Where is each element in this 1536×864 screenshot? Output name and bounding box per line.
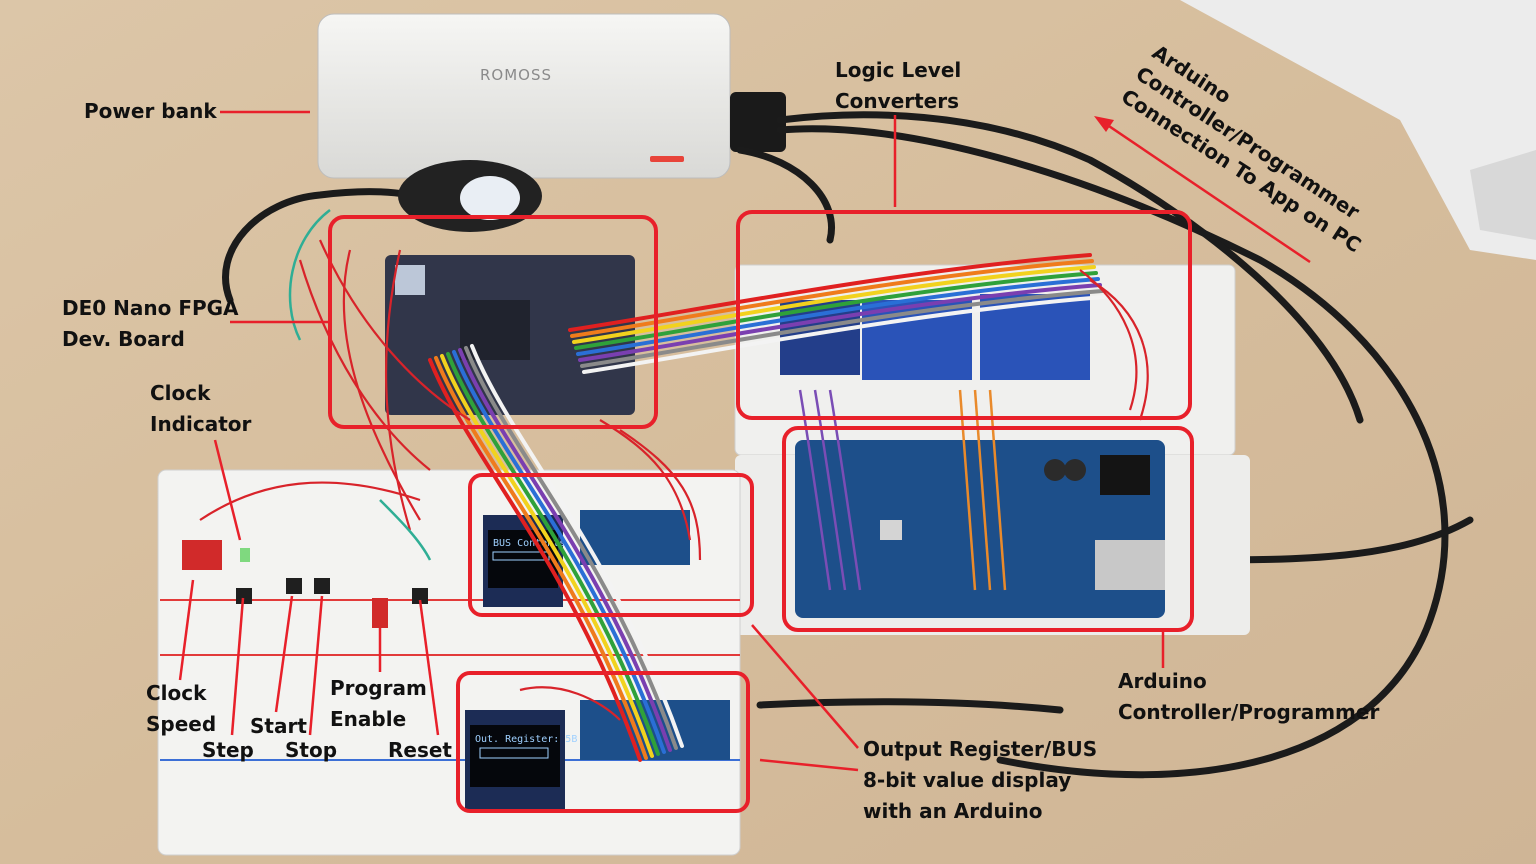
arduino-mega — [795, 440, 1165, 618]
label-power-bank: Power bank — [84, 99, 217, 123]
label-arduino-controller: Arduino Controller/Programmer — [1118, 669, 1380, 724]
leader-lines — [178, 110, 1311, 772]
box-oled-bottom — [456, 671, 750, 813]
label-clock-speed: Clock Speed — [146, 681, 217, 736]
teal-wires — [288, 209, 432, 561]
label-logic-level-converters: Logic Level Converters — [835, 58, 962, 113]
oled-bottom-text: Out. Register: 5B — [475, 734, 577, 745]
power-bank-brand: ROMOSS — [480, 66, 552, 84]
label-de0-nano: DE0 Nano FPGA Dev. Board — [62, 296, 239, 351]
monitor-stand — [1180, 0, 1536, 260]
arduino-nano-top — [580, 510, 690, 565]
label-program-enable: Program Enable — [330, 676, 427, 731]
de0-board — [385, 255, 635, 415]
black-cables — [222, 111, 1474, 779]
power-bank: ROMOSS — [317, 13, 786, 179]
box-oled-top — [468, 473, 754, 617]
signal-wires — [798, 389, 1007, 591]
label-step: Step — [202, 738, 254, 762]
oled-bottom: Out. Register: 5B — [465, 710, 577, 810]
rainbow-ribbon — [428, 253, 1106, 762]
label-clock-indicator: Clock Indicator — [150, 381, 252, 436]
label-stop: Stop — [285, 738, 338, 762]
label-reset: Reset — [388, 738, 452, 762]
box-logic-converters — [736, 210, 1192, 420]
box-arduino-controller — [782, 426, 1194, 632]
arrow-head — [1094, 116, 1114, 132]
oled-top-text: BUS Contents — [493, 538, 565, 549]
label-start: Start — [250, 714, 307, 738]
red-wires — [199, 239, 1149, 721]
label-output-register: Output Register/BUS 8-bit value display … — [863, 737, 1098, 823]
tape-measure — [398, 160, 542, 232]
